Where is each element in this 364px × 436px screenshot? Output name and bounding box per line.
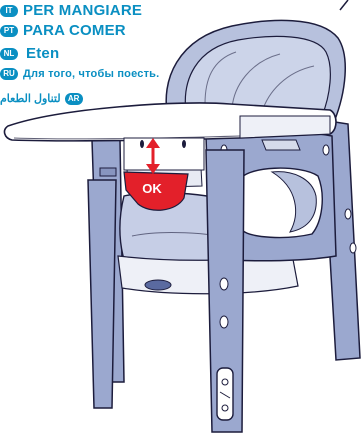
- language-badge-ar: AR: [65, 93, 83, 105]
- height-adjuster: [217, 368, 233, 420]
- language-badge-it: IT: [0, 5, 18, 17]
- label-row-nl: NL Eten: [0, 45, 59, 62]
- label-row-it: IT PER MANGIARE: [0, 2, 142, 19]
- front-leg-left: [88, 180, 116, 408]
- label-text-nl: Eten: [26, 45, 59, 62]
- label-text-pt: PARA COMER: [23, 22, 126, 39]
- language-badge-nl: NL: [0, 48, 18, 60]
- logo-badge: [145, 280, 171, 290]
- label-text-ar: لتناول الطعام: [0, 92, 61, 105]
- label-row-ru: RU Для того, чтобы поесть.: [0, 68, 159, 80]
- label-row-ar: AR لتناول الطعام: [0, 92, 83, 105]
- label-row-pt: PT PARA COMER: [0, 22, 126, 39]
- ok-text: OK: [142, 181, 162, 196]
- label-text-ru: Для того, чтобы поесть.: [23, 68, 159, 80]
- label-text-it: PER MANGIARE: [23, 2, 142, 19]
- language-badge-ru: RU: [0, 68, 18, 80]
- language-badge-pt: PT: [0, 25, 18, 37]
- tray-rim: [240, 116, 330, 138]
